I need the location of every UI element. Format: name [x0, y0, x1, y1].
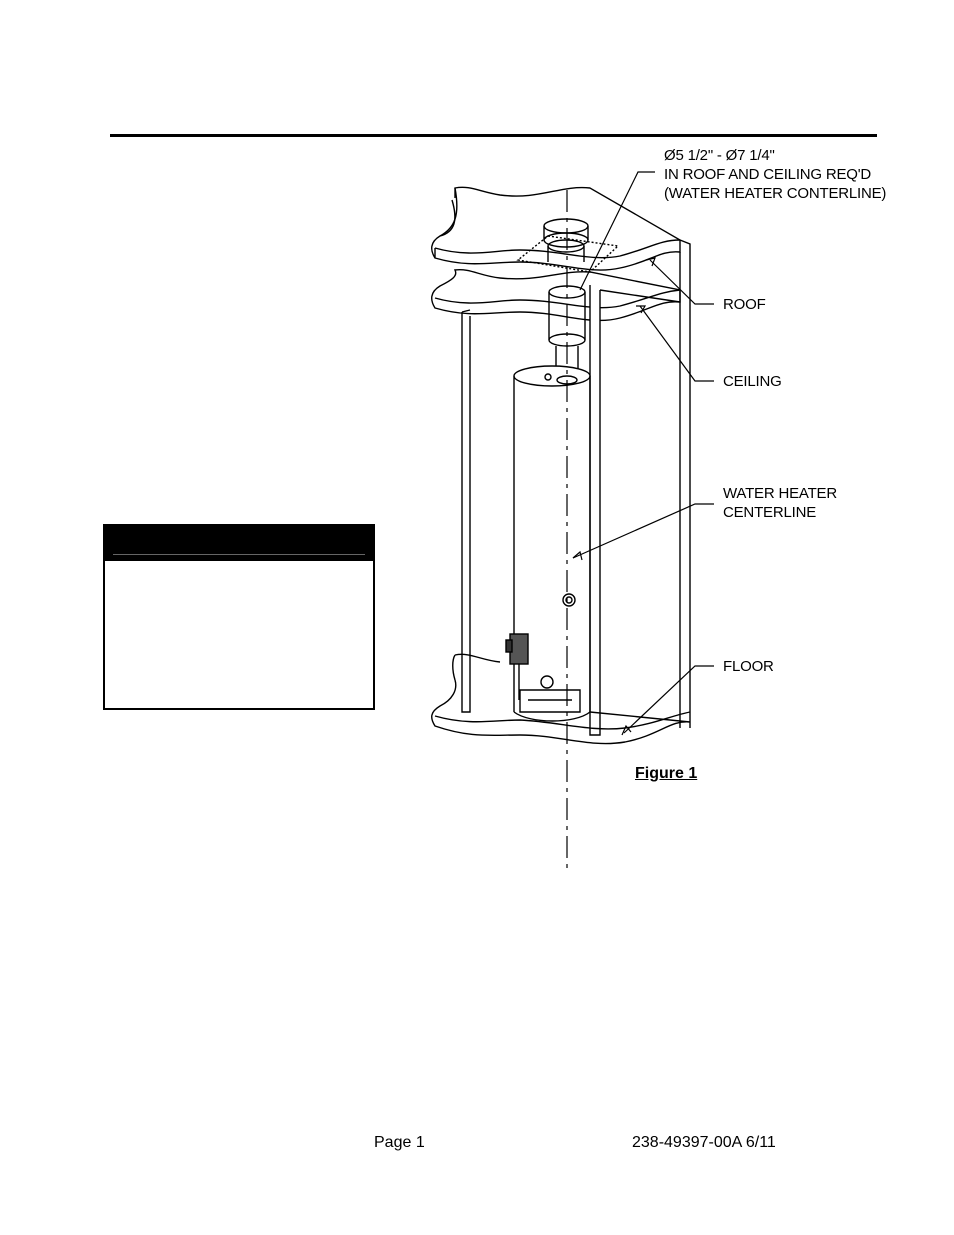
warning-header: [105, 526, 373, 561]
page-number: Page 1: [374, 1134, 425, 1151]
gas-valve: [505, 633, 529, 700]
ceiling-slab: [431, 268, 681, 322]
leader-lines: [572, 171, 714, 736]
document-number: 238-49397-00A 6/11: [632, 1134, 776, 1151]
floor-slab: [431, 653, 691, 745]
warning-box: [103, 524, 375, 710]
water-heater-tank: [513, 365, 591, 722]
hole-size-callout: Ø5 1/2" - Ø7 1/4" IN ROOF AND CEILING RE…: [664, 147, 887, 202]
roof-callout: ROOF: [723, 296, 766, 313]
figure-caption: Figure 1: [635, 765, 698, 782]
centerline-callout: WATER HEATER CENTERLINE: [723, 485, 837, 521]
installation-drawing: [431, 171, 714, 870]
vent-cap: [543, 218, 589, 262]
header-rule: [110, 134, 877, 137]
ceiling-callout: CEILING: [723, 373, 782, 390]
roof-flashing: [516, 235, 620, 273]
right-panel: [589, 239, 691, 736]
warning-header-divider: [113, 554, 365, 555]
left-panel: [461, 309, 471, 713]
floor-callout: FLOOR: [723, 658, 774, 675]
roof-slab: [431, 186, 681, 271]
